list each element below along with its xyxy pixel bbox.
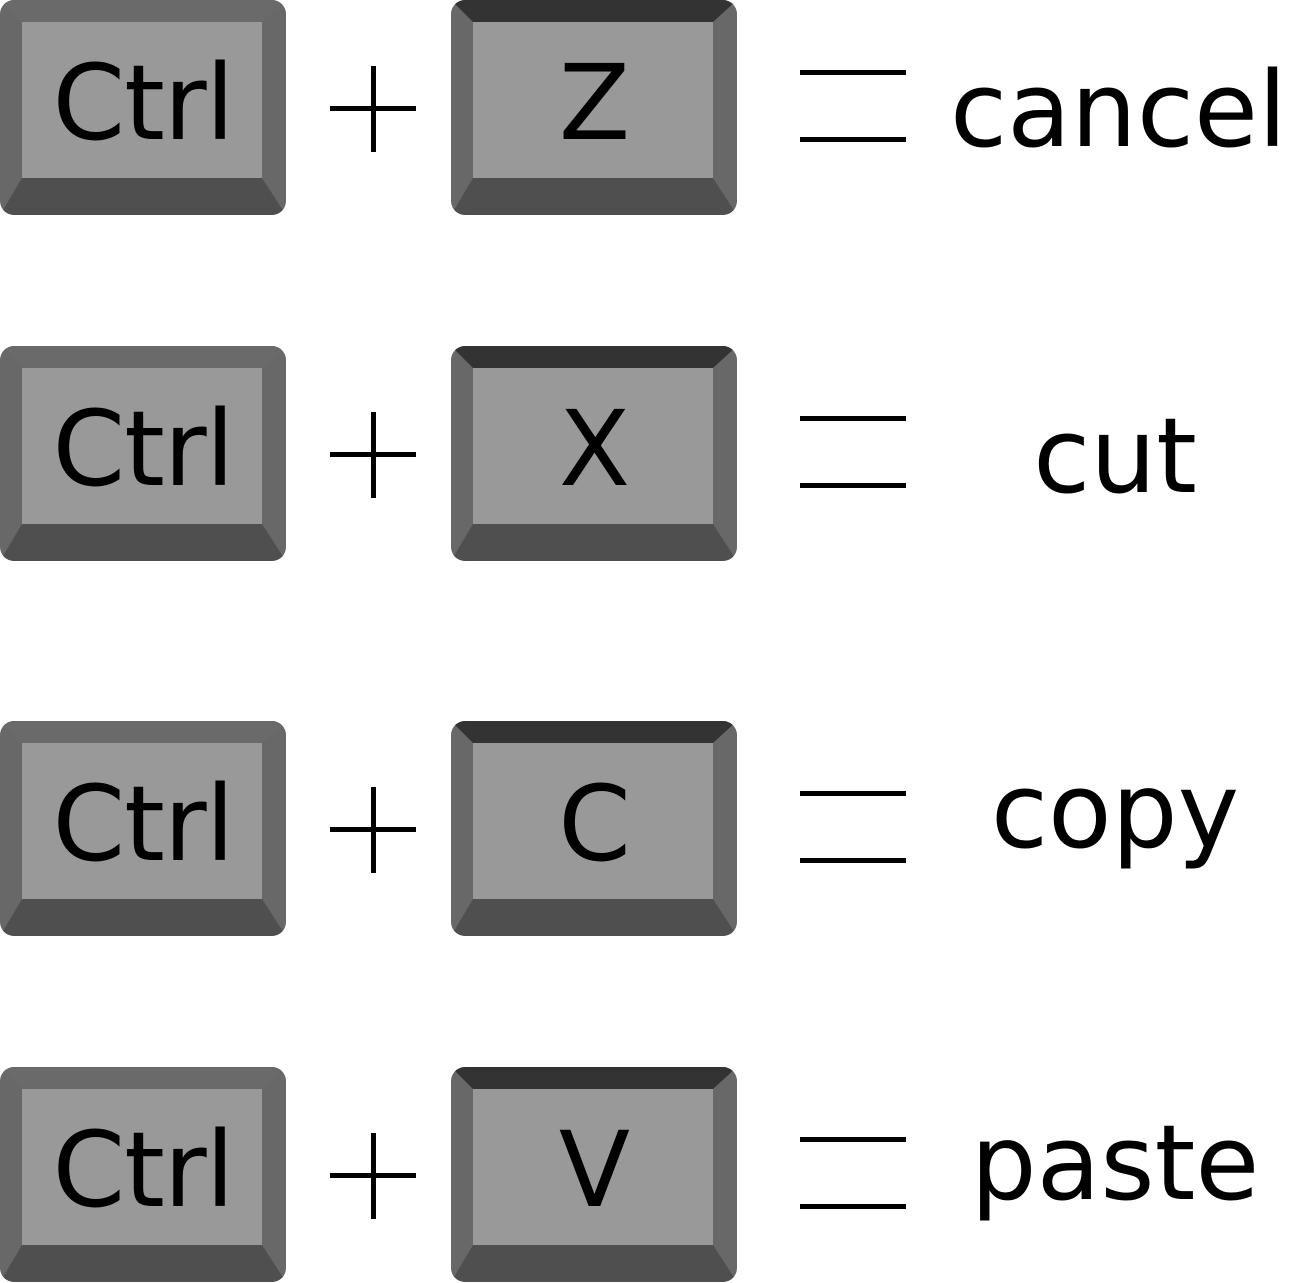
key-label-letter: V xyxy=(558,1109,630,1231)
action-label-cancel: cancel xyxy=(950,49,1287,171)
shortcut-row-paste: Ctrl V paste xyxy=(0,1067,1300,1283)
equals-sign xyxy=(800,1137,906,1209)
key-label-letter: Z xyxy=(558,42,630,164)
key-cap-shape xyxy=(0,0,286,215)
key-cap-shape xyxy=(451,721,737,936)
key-cap-shape xyxy=(0,1067,286,1282)
key-cap-shape xyxy=(0,346,286,561)
key-cap-shape xyxy=(451,1067,737,1282)
x-key: X xyxy=(451,346,737,561)
key-cap-shape xyxy=(0,721,286,936)
equals-sign xyxy=(800,791,906,863)
shortcut-row-cancel: Ctrl Z cancel xyxy=(0,0,1300,216)
key-label-modifier: Ctrl xyxy=(52,763,234,885)
ctrl-key: Ctrl xyxy=(0,1067,286,1282)
plus-sign xyxy=(330,412,416,498)
equals-sign xyxy=(800,416,906,488)
plus-sign xyxy=(330,787,416,873)
key-cap-shape xyxy=(451,346,737,561)
action-label-copy: copy xyxy=(990,750,1240,872)
key-label-modifier: Ctrl xyxy=(52,1109,234,1231)
shortcut-row-cut: Ctrl X cut xyxy=(0,346,1300,562)
key-label-letter: C xyxy=(558,763,631,885)
key-label-letter: X xyxy=(558,388,630,510)
key-label-modifier: Ctrl xyxy=(52,388,234,510)
ctrl-key: Ctrl xyxy=(0,0,286,215)
key-label-modifier: Ctrl xyxy=(52,42,234,164)
shortcut-row-copy: Ctrl C copy xyxy=(0,721,1300,937)
equals-sign xyxy=(800,70,906,142)
plus-sign xyxy=(330,1133,416,1219)
c-key: C xyxy=(451,721,737,936)
plus-sign xyxy=(330,66,416,152)
action-label-paste: paste xyxy=(970,1102,1260,1224)
v-key: V xyxy=(451,1067,737,1282)
z-key: Z xyxy=(451,0,737,215)
ctrl-key: Ctrl xyxy=(0,721,286,936)
ctrl-key: Ctrl xyxy=(0,346,286,561)
key-cap-shape xyxy=(451,0,737,215)
action-label-cut: cut xyxy=(1033,395,1197,517)
